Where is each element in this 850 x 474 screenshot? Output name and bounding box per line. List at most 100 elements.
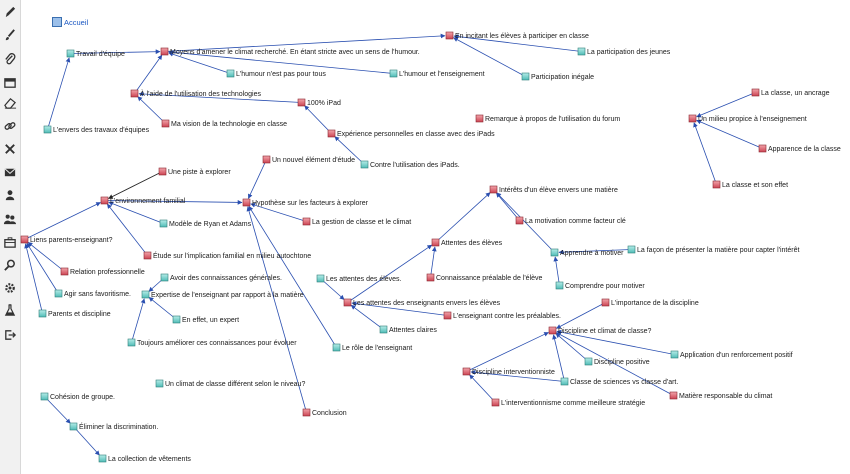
node-travail[interactable]: Travail d'équipe	[66, 49, 125, 58]
node-discipline_climat[interactable]: Discipline et climat de classe?	[548, 326, 651, 335]
node-attentes_des[interactable]: Les attentes des élèves.	[316, 274, 402, 283]
flask-icon[interactable]	[2, 302, 18, 318]
concept-teal-icon	[379, 325, 388, 334]
link-icon[interactable]	[2, 118, 18, 134]
node-hypothese[interactable]: Hypothèse sur les facteurs à explorer	[242, 198, 369, 207]
node-humour_tous[interactable]: L'humour n'est pas pour tous	[226, 69, 326, 78]
node-env_familial[interactable]: L'environnement familial	[100, 196, 186, 205]
concept-teal-icon	[40, 392, 49, 401]
node-vision_techno[interactable]: Ma vision de la technologie en classe	[161, 119, 287, 128]
node-facon[interactable]: La façon de présenter la matière pour ca…	[627, 245, 799, 254]
node-modele[interactable]: Modèle de Ryan et Adams	[159, 219, 252, 228]
node-incitant[interactable]: En incitant les élèves à participer en c…	[445, 31, 589, 40]
concept-red-icon	[688, 114, 697, 123]
node-interets[interactable]: Intérêts d'un élève envers une matière	[489, 185, 618, 194]
node-agir[interactable]: Agir sans favoritisme.	[54, 289, 131, 298]
node-ipad[interactable]: 100% iPad	[297, 98, 341, 107]
node-label: La façon de présenter la matière pour ca…	[637, 247, 799, 254]
envelope-icon[interactable]	[2, 164, 18, 180]
node-attentes_ens[interactable]: Les attentes des enseignants envers les …	[343, 298, 501, 307]
edge-connaissance_prealable-to-attentes_eleves	[430, 246, 437, 278]
node-aide_techno[interactable]: À l'aide de l'utilisation des technologi…	[130, 89, 261, 98]
node-application[interactable]: Application d'un renforcement positif	[670, 350, 793, 359]
window-icon[interactable]	[2, 75, 18, 91]
settings-icon[interactable]	[2, 280, 18, 296]
node-humour_ens[interactable]: L'humour et l'enseignement	[389, 69, 485, 78]
node-piste[interactable]: Une piste à explorer	[158, 167, 231, 176]
concept-red-icon	[262, 155, 271, 164]
node-en_effet[interactable]: En effet, un expert	[172, 315, 239, 324]
node-label: La motivation comme facteur clé	[525, 218, 626, 225]
node-apprendre[interactable]: Apprendre à motiver	[550, 248, 624, 257]
node-matiere_resp[interactable]: Matière responsable du climat	[669, 391, 772, 400]
node-experience[interactable]: Expérience personnelles en classe avec d…	[327, 129, 495, 138]
node-gestion[interactable]: La gestion de classe et le climat	[302, 217, 411, 226]
node-etude[interactable]: Étude sur l'implication familial en mili…	[143, 251, 311, 260]
node-disc_interv[interactable]: Discipline interventionniste	[462, 367, 555, 376]
edge-apparence-to-milieu	[696, 119, 763, 149]
node-label: Parents et discipline	[48, 311, 111, 318]
edge-parents_discipline-to-liens	[24, 243, 43, 314]
search-icon[interactable]	[2, 257, 18, 273]
concept-red-icon	[100, 196, 109, 205]
user-icon[interactable]	[2, 187, 18, 203]
concept-teal-icon	[670, 350, 679, 359]
node-avoir[interactable]: Avoir des connaissances générales.	[160, 273, 282, 282]
node-climat_diff[interactable]: Un climat de classe différent selon le n…	[155, 379, 305, 388]
node-participation_inegale[interactable]: Participation inégale	[521, 72, 594, 81]
node-moyens[interactable]: Moyens d'amener le climat recherché. En …	[160, 47, 420, 56]
node-relation[interactable]: Relation professionnelle	[60, 267, 145, 276]
node-parents_discipline[interactable]: Parents et discipline	[38, 309, 111, 318]
node-importance[interactable]: L'importance de la discipline	[601, 298, 699, 307]
node-conclusion[interactable]: Conclusion	[302, 408, 347, 417]
briefcase-icon[interactable]	[2, 234, 18, 250]
concept-red-icon	[751, 88, 760, 97]
node-liens[interactable]: Liens parents-enseignant?	[20, 235, 113, 244]
node-apparence[interactable]: Apparence de la classe	[758, 144, 841, 153]
node-remarque[interactable]: Remarque à propos de l'utilisation du fo…	[475, 114, 620, 123]
node-vetements[interactable]: La collection de vêtements	[98, 454, 191, 463]
eraser-icon[interactable]	[2, 95, 18, 111]
node-label: Avoir des connaissances générales.	[170, 275, 282, 282]
logout-icon[interactable]	[2, 327, 18, 343]
node-label: Moyens d'amener le climat recherché. En …	[170, 49, 420, 56]
node-motivation[interactable]: La motivation comme facteur clé	[515, 216, 626, 225]
node-comprendre[interactable]: Comprendre pour motiver	[555, 281, 645, 290]
pencil-icon[interactable]	[2, 4, 18, 20]
close-icon[interactable]	[2, 141, 18, 157]
node-label: Éliminer la discrimination.	[79, 422, 158, 431]
node-contre_ipads[interactable]: Contre l'utilisation des iPads.	[360, 160, 460, 169]
node-interventionnisme[interactable]: L'interventionnisme comme meilleure stra…	[491, 398, 645, 407]
node-milieu[interactable]: Un milieu propice à l'enseignement	[688, 114, 807, 123]
node-cohesion[interactable]: Cohésion de groupe.	[40, 392, 115, 401]
node-label: À l'aide de l'utilisation des technologi…	[140, 89, 261, 98]
node-classe_sciences[interactable]: Classe de sciences vs classe d'art.	[560, 377, 678, 386]
node-label: L'enseignant contre les préalables.	[453, 313, 561, 320]
node-label: L'humour et l'enseignement	[399, 71, 485, 78]
node-participation_jeunes[interactable]: La participation des jeunes	[577, 47, 671, 56]
node-label: Liens parents-enseignant?	[30, 237, 113, 244]
node-attentes_claires[interactable]: Attentes claires	[379, 325, 437, 334]
edge-comprendre-to-apprendre	[553, 256, 560, 286]
concept-red-icon	[302, 217, 311, 226]
attachment-icon[interactable]	[2, 51, 18, 67]
node-classe_effet[interactable]: La classe et son effet	[712, 180, 788, 189]
concept-teal-icon	[160, 273, 169, 282]
edge-facon-to-apprendre	[558, 249, 632, 255]
node-toujours[interactable]: Toujours améliorer ces connaissances pou…	[127, 338, 297, 347]
node-attentes_eleves[interactable]: Attentes des élèves	[431, 238, 503, 247]
users-icon[interactable]	[2, 211, 18, 227]
node-connaissance_prealable[interactable]: Connaissance préalable de l'élève	[426, 273, 543, 282]
node-eliminer[interactable]: Éliminer la discrimination.	[69, 422, 158, 431]
home-link[interactable]: Accueil	[52, 17, 88, 27]
node-role[interactable]: Le rôle de l'enseignant	[332, 343, 412, 352]
concept-red-icon	[443, 311, 452, 320]
brush-icon[interactable]	[2, 27, 18, 43]
node-discipline_positive[interactable]: Discipline positive	[584, 357, 650, 366]
node-ens_contre[interactable]: L'enseignant contre les préalables.	[443, 311, 561, 320]
node-envers_travaux[interactable]: L'envers des travaux d'équipes	[43, 125, 150, 134]
node-label: Participation inégale	[531, 74, 594, 81]
node-expertise[interactable]: Expertise de l'enseignant par rapport à …	[141, 290, 304, 299]
node-nouvel[interactable]: Un nouvel élément d'étude	[262, 155, 355, 164]
node-classe_ancrage[interactable]: La classe, un ancrage	[751, 88, 830, 97]
